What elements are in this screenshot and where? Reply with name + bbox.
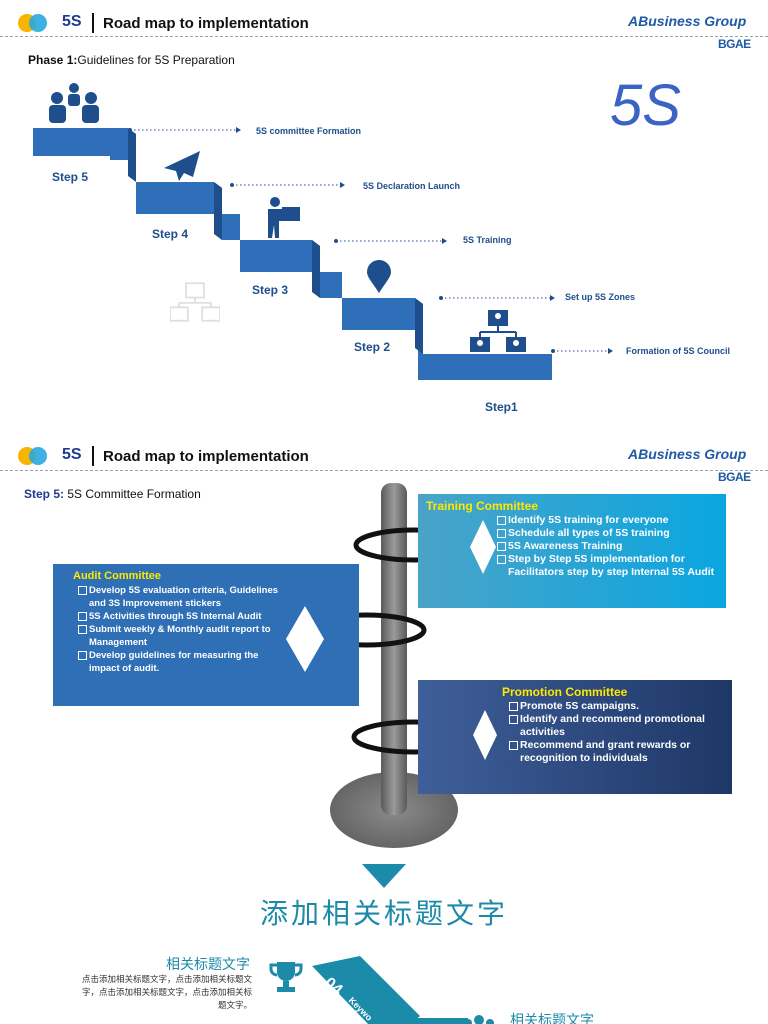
training-title: Training Committee <box>426 499 539 513</box>
list-item: Develop 5S evaluation criteria, Guidelin… <box>77 584 291 610</box>
step-3-label: Step 3 <box>252 283 289 297</box>
arrow-segment-graphic <box>312 956 468 1024</box>
step-3-desc: 5S Training <box>463 235 512 245</box>
training-list: Identify 5S training for everyone Schedu… <box>426 514 718 579</box>
brand-dots-icon <box>18 14 48 32</box>
logo-mark-icon: A <box>628 446 639 462</box>
logo-sub: BGAE <box>718 37 751 51</box>
phase-text: Guidelines for 5S Preparation <box>77 53 235 67</box>
logo-name: Business Group <box>638 446 747 462</box>
training-committee-box: Training Committee Identify 5S training … <box>418 494 726 608</box>
header-title: Road map to implementation <box>103 15 309 32</box>
list-item: 5S Awareness Training <box>496 540 718 553</box>
list-item: Step by Step 5S implementation for Facil… <box>496 553 718 579</box>
audit-pointer <box>286 606 324 672</box>
step-2-desc: Set up 5S Zones <box>565 292 636 302</box>
org-chart-icon <box>470 310 526 352</box>
staircase-graphic <box>33 128 552 380</box>
phase-line: Phase 1:Guidelines for 5S Preparation <box>28 53 235 67</box>
slide-1: 5S Road map to implementation ABusiness … <box>0 0 768 420</box>
header-code: 5S <box>62 446 82 463</box>
step-heading-text: 5S Committee Formation <box>67 487 201 501</box>
training-pointer <box>470 520 496 574</box>
step-1-desc: Formation of 5S Council <box>626 346 731 356</box>
step-heading: Step 5: 5S Committee Formation <box>24 487 201 501</box>
list-item: 5S Activities through 5S Internal Audit <box>77 610 291 623</box>
list-item: Identify and recommend promotional activ… <box>508 713 724 739</box>
person-box-icon <box>268 197 300 238</box>
step-1-label: Step1 <box>485 400 518 414</box>
logo-sub: BGAE <box>718 470 751 484</box>
audit-list: Develop 5S evaluation criteria, Guidelin… <box>61 584 351 675</box>
phase-label: Phase 1: <box>28 53 78 67</box>
paper-plane-icon <box>164 151 200 181</box>
header-divider <box>92 446 94 466</box>
logo-mark-icon: A <box>628 13 639 29</box>
list-item: Submit weekly & Monthly audit report to … <box>77 623 291 649</box>
left-body: 点击添加相关标题文字，点击添加相关标题文字，点击添加相关标题文字，点击添加相关标… <box>82 975 253 1011</box>
promotion-list: Promote 5S campaigns. Identify and recom… <box>426 700 724 765</box>
faded-org-chart-icon <box>170 282 220 322</box>
header-dashline <box>0 36 768 37</box>
step-5-desc: 5S committee Formation <box>256 126 362 136</box>
list-item: Develop guidelines for measuring the imp… <box>77 649 291 675</box>
header-dashline <box>0 470 768 471</box>
slide-3-title: 添加相关标题文字 <box>259 897 508 930</box>
step-heading-label: Step 5: <box>24 487 65 501</box>
audit-title: Audit Committee <box>73 570 161 582</box>
header-title: Road map to implementation <box>103 448 309 465</box>
step-5-label: Step 5 <box>52 170 89 184</box>
brand-dots-icon <box>18 447 48 465</box>
slide-2: 5S Road map to implementation ABusiness … <box>0 430 768 860</box>
list-item: Schedule all types of 5S training <box>496 527 718 540</box>
header-code: 5S <box>62 13 82 30</box>
trophy-icon <box>269 962 303 992</box>
list-item: Recommend and grant rewards or recogniti… <box>508 739 724 765</box>
step-4-label: Step 4 <box>152 227 189 241</box>
right-heading: 相关标题文字 <box>510 1013 594 1024</box>
promotion-pointer <box>473 710 497 760</box>
logo-name: Business Group <box>638 13 747 29</box>
step-connectors <box>128 127 613 354</box>
slide-3: 添加相关标题文字 相关标题文字 点击添加相关标题文字，点击添加相关标题文字，点击… <box>0 860 768 1024</box>
list-item: Identify 5S training for everyone <box>496 514 718 527</box>
person-icon <box>464 1015 494 1024</box>
header-divider <box>92 13 94 33</box>
team-icon <box>49 83 99 123</box>
big-5s-label: 5S <box>610 73 681 138</box>
step-2-label: Step 2 <box>354 340 391 354</box>
company-logo: ABusiness Group <box>628 446 746 464</box>
promotion-title: Promotion Committee <box>502 685 628 699</box>
down-triangle-icon <box>362 864 406 888</box>
location-pin-icon <box>367 260 391 293</box>
list-item: Promote 5S campaigns. <box>508 700 724 713</box>
left-heading: 相关标题文字 <box>166 957 250 973</box>
company-logo: ABusiness Group <box>628 13 746 31</box>
step-4-desc: 5S Declaration Launch <box>363 181 461 191</box>
promotion-committee-box: Promotion Committee Promote 5S campaigns… <box>418 680 732 794</box>
